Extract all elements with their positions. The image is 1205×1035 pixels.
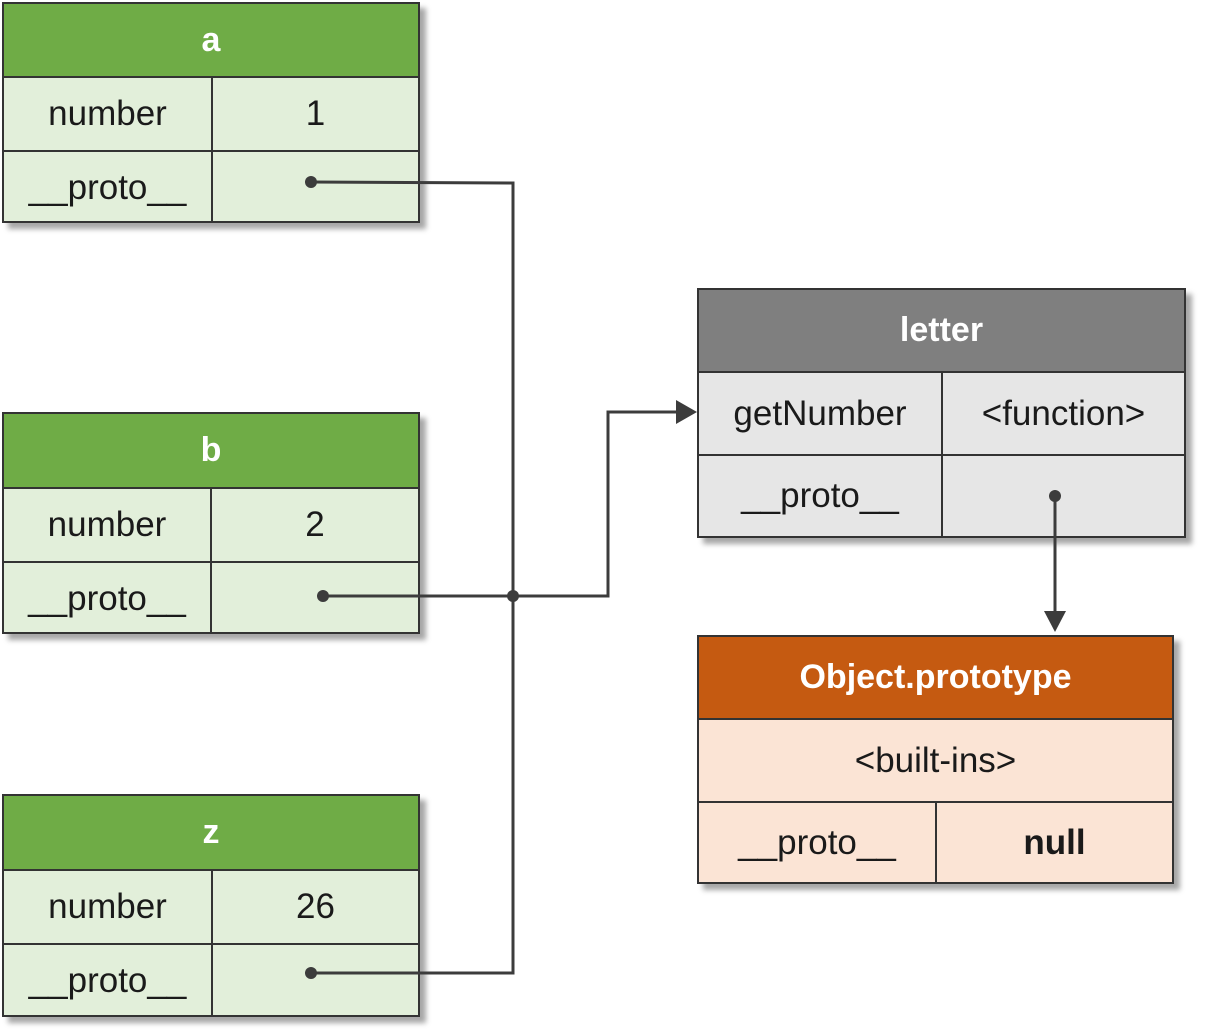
- object-b-proto-key: __proto__: [4, 563, 212, 634]
- letter-title: letter: [699, 290, 1184, 373]
- letter-proto-value: [943, 456, 1184, 536]
- letter-getnumber-row: getNumber <function>: [699, 373, 1184, 456]
- object-b-proto-value: [212, 563, 418, 634]
- object-b-title: b: [4, 414, 418, 489]
- object-prototype-builtins-row: <built-ins>: [699, 720, 1172, 803]
- object-a-number-value: 1: [305, 94, 326, 133]
- object-z-proto-row: __proto__: [4, 945, 418, 1017]
- object-z-number-value: 26: [296, 887, 335, 926]
- object-a-proto-key: __proto__: [4, 152, 213, 223]
- object-z-title: z: [4, 796, 418, 871]
- object-z-box: z number 26 __proto__: [2, 794, 420, 1017]
- letter-proto-key: __proto__: [699, 456, 943, 536]
- object-prototype-box: Object.prototype <built-ins> __proto__ n…: [697, 635, 1174, 884]
- object-b-number-value: 2: [305, 505, 325, 544]
- object-prototype-proto-key: __proto__: [699, 803, 937, 882]
- object-b-number-row: number 2: [4, 489, 418, 563]
- letter-getnumber-value: <function>: [981, 393, 1146, 433]
- letter-proto-row: __proto__: [699, 456, 1184, 536]
- letter-getnumber-key: getNumber: [699, 373, 943, 454]
- object-b-box: b number 2 __proto__: [2, 412, 420, 634]
- object-a-proto-row: __proto__: [4, 152, 418, 223]
- object-prototype-proto-value: null: [1023, 822, 1086, 862]
- object-z-proto-key: __proto__: [4, 945, 213, 1017]
- object-prototype-proto-row: __proto__ null: [699, 803, 1172, 882]
- object-b-number-key: number: [4, 489, 212, 561]
- object-a-title: a: [4, 4, 418, 78]
- object-prototype-builtins: <built-ins>: [854, 740, 1017, 780]
- object-a-number-key: number: [4, 78, 213, 150]
- object-z-proto-value: [213, 945, 418, 1017]
- object-z-number-row: number 26: [4, 871, 418, 945]
- letter-arrowhead: [676, 400, 697, 424]
- object-a-number-row: number 1: [4, 78, 418, 152]
- object-prototype-arrowhead: [1044, 611, 1066, 632]
- object-prototype-title: Object.prototype: [699, 637, 1172, 720]
- object-z-number-key: number: [4, 871, 213, 943]
- letter-box: letter getNumber <function> __proto__: [697, 288, 1186, 538]
- object-b-proto-row: __proto__: [4, 563, 418, 634]
- object-a-proto-value: [213, 152, 418, 223]
- junction-dot: [507, 590, 519, 602]
- object-a-box: a number 1 __proto__: [2, 2, 420, 223]
